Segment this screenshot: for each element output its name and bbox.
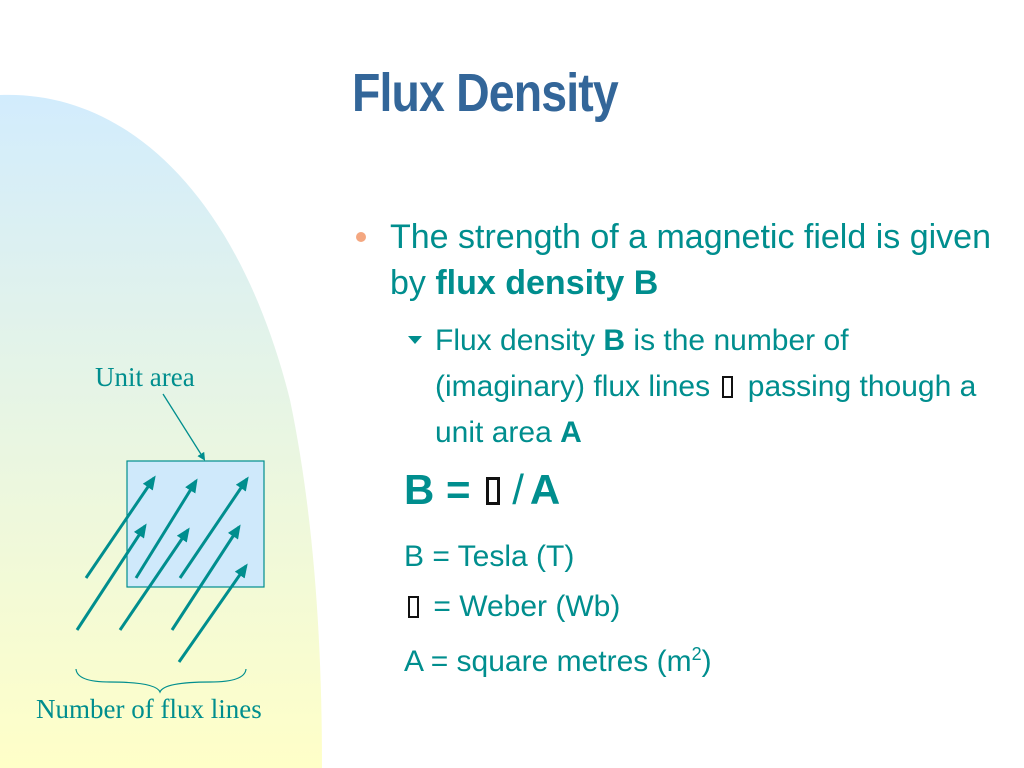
flux-lines xyxy=(75,475,249,663)
sub-bullet-text: Flux density B is the number of (imagina… xyxy=(435,318,995,456)
sub-bullet-b: B xyxy=(603,324,626,357)
sub-bullet-a: A xyxy=(560,416,582,449)
unit-area: A = square metres (m2) xyxy=(404,644,712,679)
phi-symbol-icon xyxy=(486,477,501,505)
bullet-strength-text: The strength of a magnetic field is give… xyxy=(390,214,1010,306)
sub-bullet-arrow-icon xyxy=(408,336,422,344)
phi-symbol-icon xyxy=(408,596,419,618)
phi-symbol-icon xyxy=(722,376,734,398)
sub-bullet-part2: is the number of (imaginary) flux lines xyxy=(435,324,849,403)
unit-area-pointer xyxy=(162,393,206,461)
unit-area-prefix: A = square metres (m xyxy=(404,645,692,678)
unit-area-label: Unit area xyxy=(95,362,195,392)
unit-weber-text: = Weber (Wb) xyxy=(425,590,621,623)
decorative-side-shape xyxy=(0,94,322,768)
equation-rhs: A xyxy=(529,466,561,513)
equation-slash: / xyxy=(512,466,524,513)
bullet1-emphasis: flux density B xyxy=(435,264,659,302)
flux-lines-label: Number of flux lines xyxy=(36,694,262,724)
equation-lhs: B = xyxy=(404,466,483,513)
flux-density-equation: B = /A xyxy=(404,466,560,514)
sub-bullet-part1: Flux density xyxy=(435,324,604,357)
flux-lines-brace xyxy=(75,668,247,694)
sub-bullet-part3: passing though a unit area xyxy=(435,370,977,449)
bullet1-text: The strength of a magnetic field is give… xyxy=(390,218,991,302)
bullet-dot xyxy=(356,232,366,242)
unit-area-superscript: 2 xyxy=(691,644,702,664)
slide-title: Flux Density xyxy=(352,63,619,123)
unit-area-suffix: ) xyxy=(701,645,712,678)
unit-tesla: B = Tesla (T) xyxy=(404,540,575,573)
unit-weber: = Weber (Wb) xyxy=(404,590,620,624)
